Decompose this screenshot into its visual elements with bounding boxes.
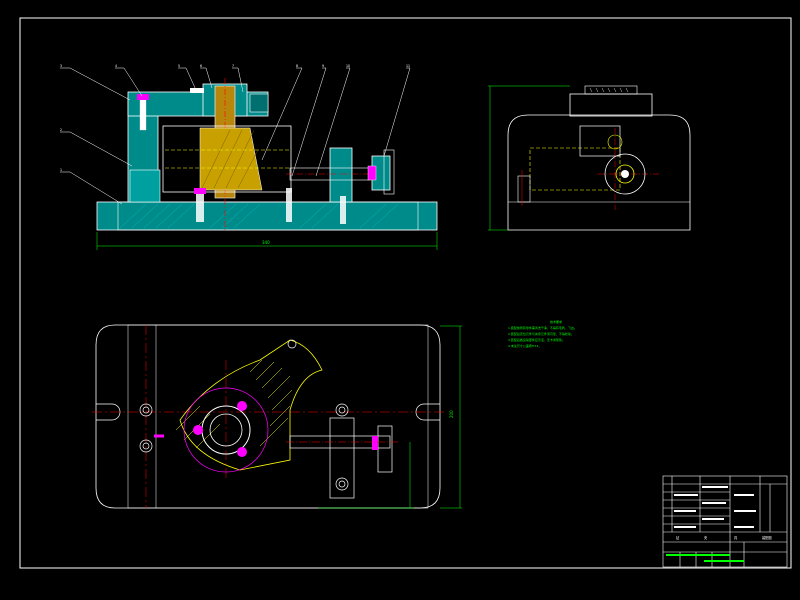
notes-line-2: 2.装配后定位元件与夹紧元件须可靠，不得松动。 — [508, 331, 574, 336]
title-label-1: 钻 — [676, 535, 680, 540]
notes-heading: 技术要求 — [550, 319, 562, 324]
notes-line-1: 1.装配前所有零件需清洗干净，不得有毛刺、飞边。 — [508, 325, 577, 330]
technical-notes: 技术要求 1.装配前所有零件需清洗干净，不得有毛刺、飞边。 2.装配后定位元件与… — [508, 319, 577, 348]
outer-frame — [19, 17, 792, 569]
part-number-2: 2 — [60, 128, 62, 132]
title-block — [662, 475, 788, 568]
part-number-10: 10 — [346, 64, 350, 68]
notes-line-4: 4.未注尺寸公差按IT12。 — [508, 343, 541, 348]
svg-text:340: 340 — [262, 240, 270, 245]
title-label-4: 装配图 — [762, 535, 772, 540]
part-number-5: 5 — [178, 64, 180, 68]
title-block-text: 钻 夹 具 装配图 — [666, 486, 772, 562]
part-number-6: 6 — [200, 64, 202, 68]
part-number-1: 1 — [60, 168, 62, 172]
side-view — [488, 85, 691, 231]
top-view: 200 — [92, 324, 462, 509]
front-section-view: 340 3 4 5 6 7 8 9 10 11 2 1 — [60, 64, 438, 250]
part-number-4: 4 — [115, 64, 117, 68]
svg-text:200: 200 — [449, 410, 454, 418]
part-number-8: 8 — [296, 64, 298, 68]
part-number-7: 7 — [232, 64, 234, 68]
part-number-11: 11 — [406, 64, 410, 68]
title-label-3: 具 — [734, 535, 738, 540]
part-number-9: 9 — [322, 64, 324, 68]
title-label-2: 夹 — [704, 535, 708, 540]
notes-line-3: 3.装配后各运动部件应灵活，无卡滞现象。 — [508, 337, 565, 342]
part-number-3: 3 — [60, 64, 62, 68]
